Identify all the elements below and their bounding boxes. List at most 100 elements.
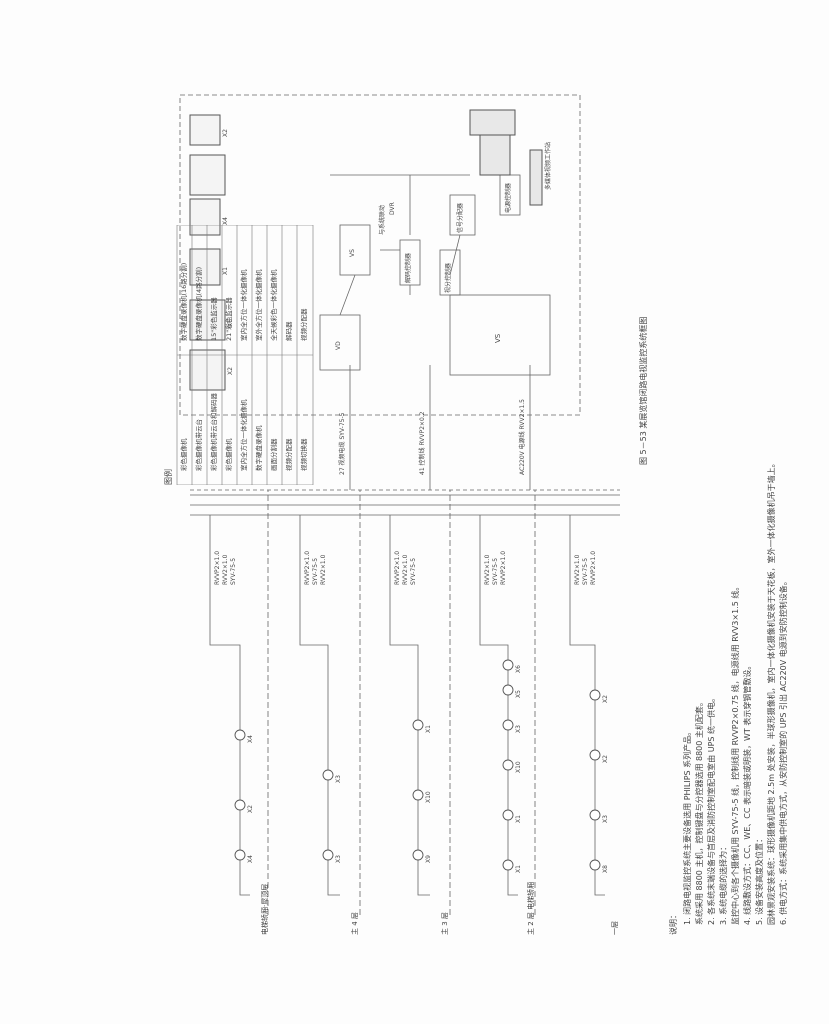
camera <box>322 769 334 781</box>
camera-tag: X1 <box>425 725 432 733</box>
floor-bus-2 <box>299 515 340 896</box>
power-ctrl-label: 电源控制器 <box>505 182 512 213</box>
legend-item: 彩色摄像机带云台 <box>195 419 203 471</box>
legend-item: 室外全方位一体化摄像机 <box>255 269 263 342</box>
camera-tag: X1 <box>515 865 522 873</box>
legend-item: 视频分配器 <box>300 308 308 342</box>
camera-tag: X5 <box>515 690 522 698</box>
legend-item: 15"彩色监示器 <box>210 297 218 341</box>
camera <box>502 659 514 671</box>
monitor <box>189 349 226 391</box>
switcher-box <box>439 249 461 296</box>
legend-item: 数字硬盘录像机(16路分割) <box>180 262 188 341</box>
legend-table: 图例 彩色摄像机 彩色摄像机带云台 彩色摄像机带云台和解码器 彩色摄像机 室内全… <box>164 225 315 485</box>
legend-item: 室内全方位一体化摄像机 <box>240 399 248 472</box>
camera-tag: X10 <box>515 761 522 773</box>
wiring-diagram-svg <box>179 94 620 915</box>
cable-spec: RVV2×1.0 <box>574 554 581 585</box>
pc-tower <box>469 109 516 136</box>
pc-monitor <box>479 134 511 176</box>
camera-tag: X4 <box>247 855 254 863</box>
camera-tag: X3 <box>335 775 342 783</box>
cable-spec: RVV2×1.0 <box>402 554 409 585</box>
pc-keyboard <box>529 149 543 206</box>
camera-tag: X1 <box>515 815 522 823</box>
cable-spec: SYV-75-5 <box>582 557 589 585</box>
cable-spec: RVVP2×1.0 <box>500 550 507 585</box>
legend-title: 图例 <box>164 469 173 485</box>
camera-tag: X2 <box>247 805 254 813</box>
floor-label: 一层 <box>611 921 619 935</box>
monitor <box>189 248 221 286</box>
floor-bus-5 <box>569 515 605 896</box>
floor-label: 主 4 层 <box>351 912 359 935</box>
vd-label: VD <box>335 341 342 350</box>
dvr-label: DVR <box>389 202 396 215</box>
camera-tag: X2 <box>602 695 609 703</box>
figure-caption: 图 5－53 某展览馆闭路电视监控系统框图 <box>639 316 648 465</box>
trunk-label: 27 视频电缆 SYV-75-5 <box>339 412 346 475</box>
camera <box>234 849 246 861</box>
trunk-label: AC220V 电源线 RVV2×1.5 <box>519 399 526 475</box>
legend-item: 彩色摄像机带云台和解码器 <box>210 393 218 471</box>
camera <box>589 749 601 761</box>
monitor <box>189 154 226 196</box>
note-line: 监控中心到各个摄像机用 SYV-75-5 线，控制线用 RVVP2×0.75 线… <box>731 582 740 925</box>
note-line: 系统采用 8800 主机，控制键盘与分控器选用 8800 主机配套。 <box>695 698 704 925</box>
pc-label: 多媒体视频工作站 <box>545 141 552 190</box>
cable-spec: SYV-75-5 <box>230 557 237 585</box>
monitor <box>189 198 221 236</box>
legend-item: 视频分配器 <box>285 438 293 472</box>
camera <box>502 684 514 696</box>
floor-label: 主 2 层 电梯轿厢 <box>527 881 535 935</box>
camera <box>412 789 424 801</box>
camera-tag: X3 <box>602 815 609 823</box>
camera-tag: X9 <box>425 855 432 863</box>
camera-tag: X10 <box>425 791 432 803</box>
vs-label: VS <box>494 333 502 343</box>
monitor <box>189 114 221 146</box>
vs2-label: VS <box>349 249 356 257</box>
legend-item: 画面分割器 <box>270 438 278 472</box>
floor-bus-1 <box>209 515 250 896</box>
camera <box>412 719 424 731</box>
splitter-box <box>449 194 476 236</box>
camera-tag: X3 <box>515 725 522 733</box>
legend-item: 解码器 <box>285 321 293 342</box>
floor-label: 主 3 层 <box>441 912 449 935</box>
camera <box>234 729 246 741</box>
note-line: 6. 供电方式：系统采用集中供电方式，从安防控制室的 UPS 引出 AC220V… <box>779 577 788 925</box>
legend-item: 全天候彩色一体化摄像机 <box>270 269 278 342</box>
camera <box>589 859 601 871</box>
note-line: 3. 系统电缆的选择为： <box>719 842 728 925</box>
monitor <box>189 299 226 341</box>
legend-item: 数字硬盘录像机(4路分割) <box>195 266 203 341</box>
monitor-tag: X2 <box>222 129 229 137</box>
camera <box>322 849 334 861</box>
legend-item: 21"彩色监示器 <box>225 297 233 341</box>
camera-tag: X8 <box>602 865 609 873</box>
cable-spec: RVVP2×1.0 <box>304 550 311 585</box>
cable-spec: RVV2×1.0 <box>222 554 229 585</box>
switcher-label: 视分控制器 <box>445 262 452 293</box>
camera-tag: X2 <box>602 755 609 763</box>
note-line: 5. 设备安装高度及位置： <box>755 834 764 925</box>
camera-tag: X4 <box>247 735 254 743</box>
ext-label: 与系统联动 <box>379 204 386 235</box>
note-line: 2. 各系统末端设备与首层及消防控制室配电室由 UPS 统一供电。 <box>707 693 716 925</box>
decoder-label: 解码控制器 <box>405 252 412 283</box>
legend-item: 数字硬盘录像机 <box>255 425 263 472</box>
legend-item: 室内全方位一体化摄像机 <box>240 269 248 342</box>
legend-grid <box>176 225 314 485</box>
legend-item: 彩色摄像机 <box>225 438 233 472</box>
floor-bus-3 <box>389 515 430 896</box>
splitter-label: 信号分配器 <box>457 202 464 233</box>
camera <box>502 859 514 871</box>
camera <box>234 799 246 811</box>
cable-spec: RVV2×1.0 <box>320 554 327 585</box>
note-line: 1. 闭路电视监控系统主要设备选用 PHILIPS 系列产品。 <box>683 727 692 925</box>
cable-spec: RVVP2×1.0 <box>394 550 401 585</box>
floor-label: 电梯轿厢·屋顶层 <box>261 883 269 935</box>
note-line: 园林景观安装系统：球形摄像机距地 2.5m 处安装，半球形摄像机，室内一体化摄像… <box>767 459 776 925</box>
vs-box-1 <box>449 294 551 376</box>
